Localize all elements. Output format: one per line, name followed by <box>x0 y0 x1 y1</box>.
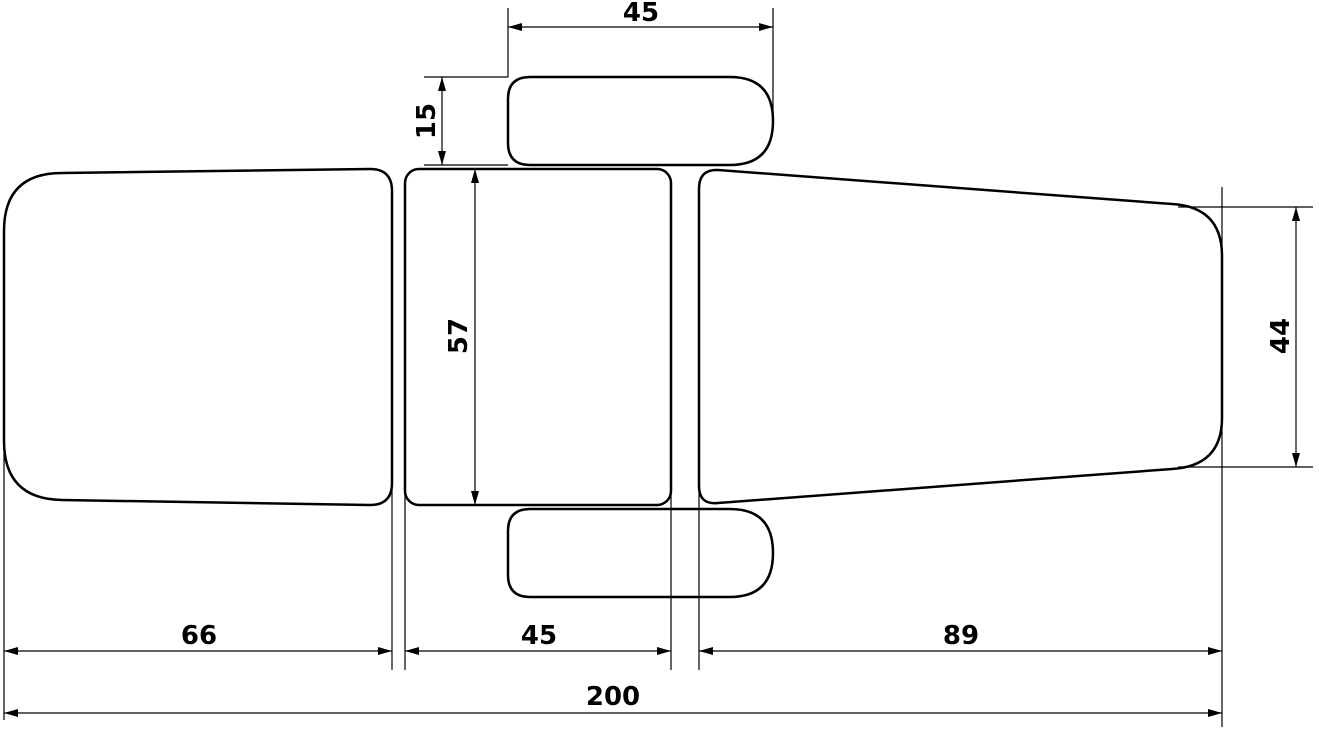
label-head-length: 66 <box>181 621 217 651</box>
dim-seat-height <box>471 169 479 505</box>
label-total-length: 200 <box>586 682 640 712</box>
dim-seat-length <box>405 647 671 655</box>
label-top-width: 45 <box>623 0 659 28</box>
label-leg-length: 89 <box>943 621 979 651</box>
extension-lines <box>3 8 1313 727</box>
dim-leg-length <box>699 647 1222 655</box>
dim-total-length <box>4 709 1222 717</box>
dim-armrest-height <box>438 77 446 165</box>
dim-leg-height <box>1292 207 1300 467</box>
seat-section <box>403 167 673 507</box>
label-leg-height: 44 <box>1266 318 1296 354</box>
leg-section <box>697 168 1224 505</box>
dimension-lines <box>4 23 1300 717</box>
armrest-bottom <box>506 507 775 599</box>
table-sections <box>2 75 1224 599</box>
head-section <box>2 167 394 507</box>
dimension-labels: 45 15 57 44 66 45 89 200 <box>181 0 1296 712</box>
dim-head-length <box>4 647 392 655</box>
dim-top-width <box>508 23 773 31</box>
armrest-top <box>506 75 775 167</box>
label-seat-length: 45 <box>521 621 557 651</box>
label-seat-height: 57 <box>444 318 474 354</box>
label-armrest-height: 15 <box>412 103 442 139</box>
